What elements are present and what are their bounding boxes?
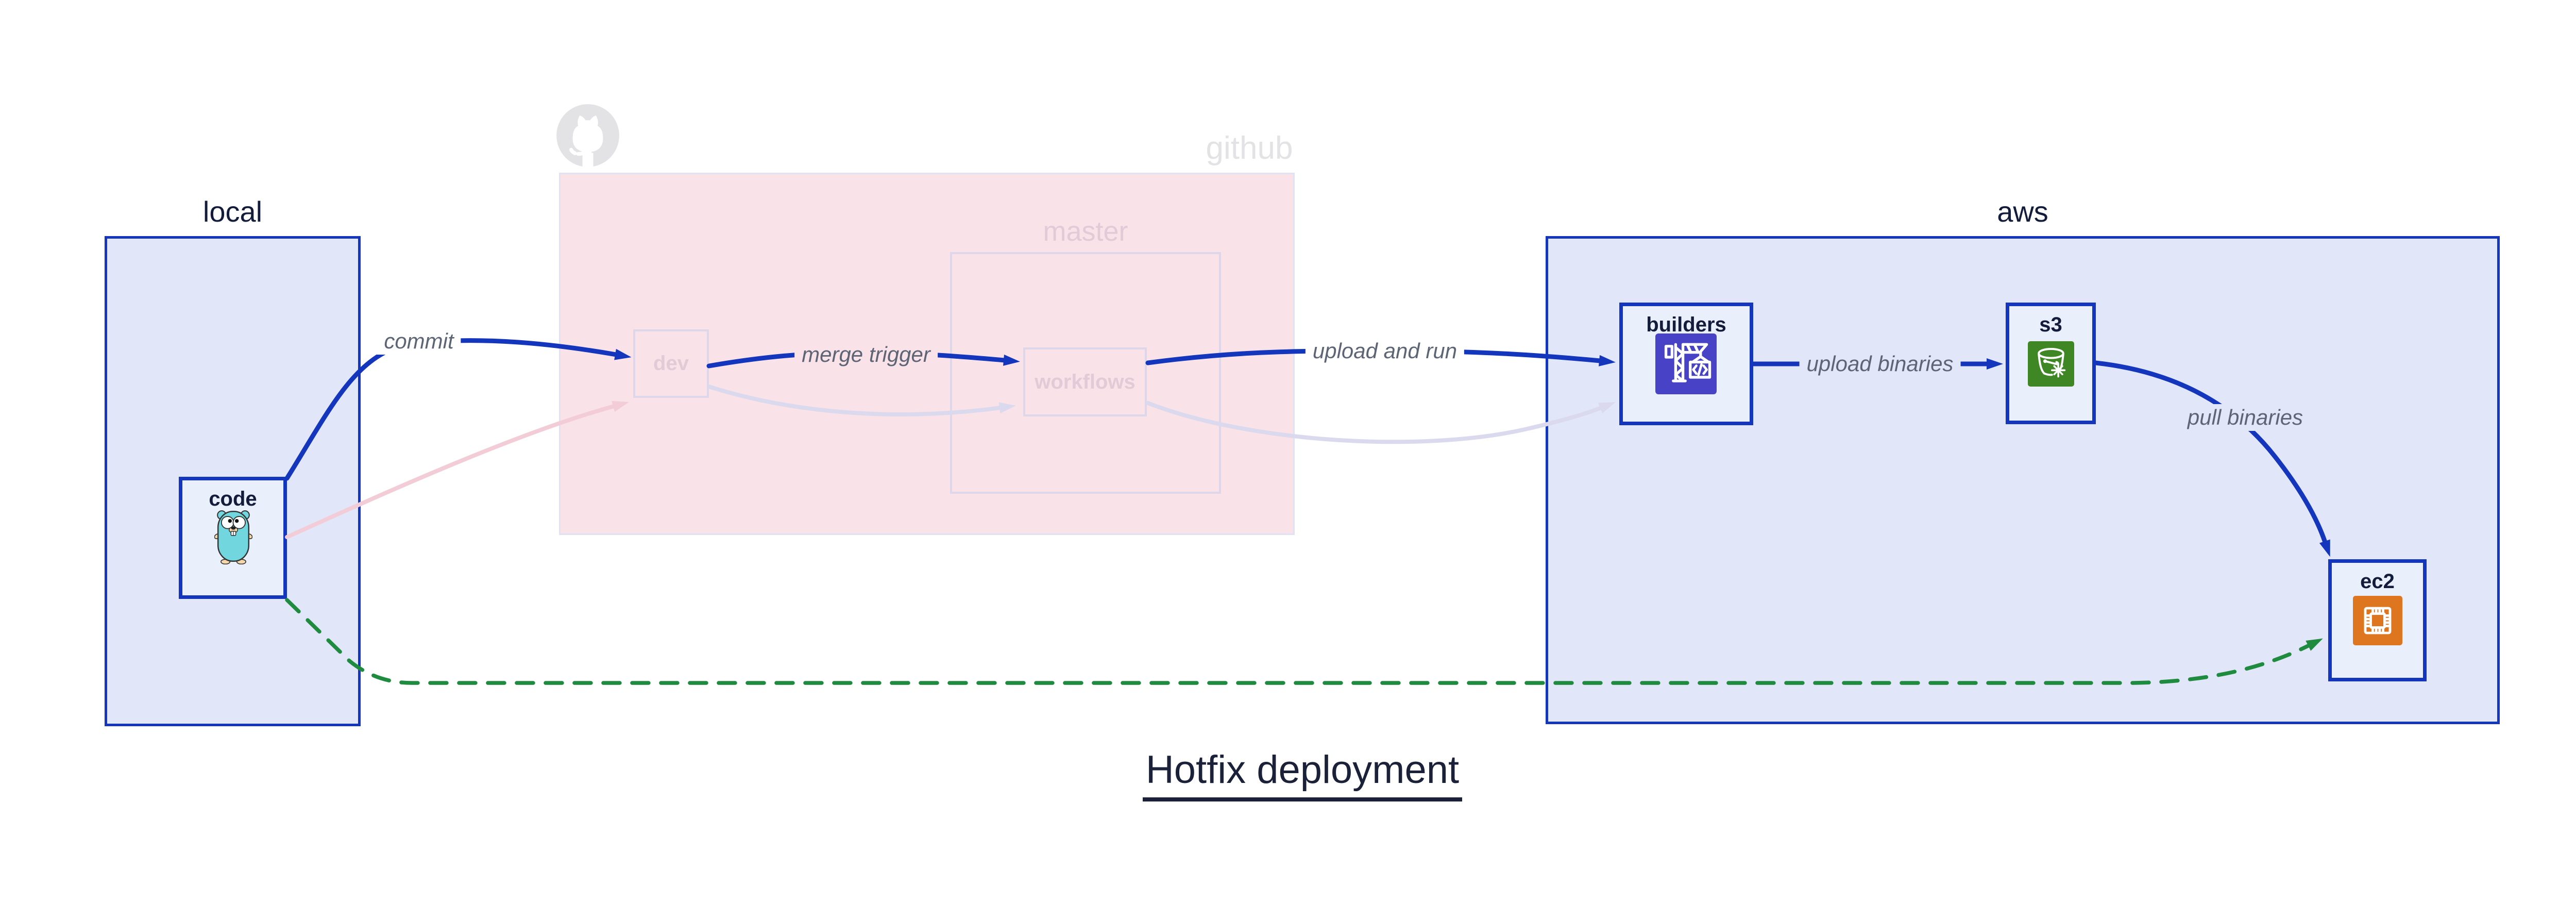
diagram-title: Hotfix deployment [1142,747,1463,801]
go-gopher-icon [214,508,253,565]
ec2-node: ec2 [2328,559,2427,681]
diagram-title-wrap: Hotfix deployment [1045,747,1560,801]
edge-label-pull-binaries: pull binaries [2180,404,2311,431]
edge-label-commit: commit [377,328,461,355]
github-region-label: github [1206,130,1293,166]
edge-label-upload-and-run: upload and run [1305,338,1465,364]
local-region-label: local [202,195,263,228]
edge-label-upload-binaries: upload binaries [1799,350,1961,377]
edge-label-merge-trigger: merge trigger [794,341,938,368]
dev-node: dev [633,329,709,398]
builders-node-label: builders [1646,313,1726,336]
codebuild-crane-icon [1655,333,1717,394]
dev-node-label: dev [653,352,689,375]
aws-region-label: aws [1997,195,2048,228]
s3-node-label: s3 [2039,313,2062,336]
s3-node: s3 [2006,303,2096,424]
s3-bucket-snowflake-icon [2028,341,2074,387]
ec2-chip-icon [2353,596,2402,645]
workflows-node-label: workflows [1035,370,1136,393]
master-subregion [950,252,1221,494]
master-subregion-label: master [1043,216,1128,247]
code-node-label: code [209,488,257,510]
ec2-node-label: ec2 [2360,570,2395,593]
github-logo-icon [555,103,620,168]
workflows-node: workflows [1023,347,1147,416]
